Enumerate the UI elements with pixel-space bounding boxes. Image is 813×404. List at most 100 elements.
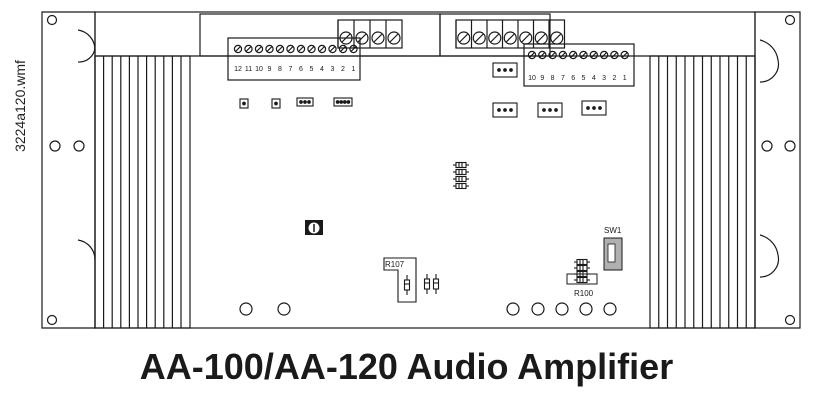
- terminal-screw-icon: [610, 50, 619, 60]
- screw-icon: [503, 31, 517, 45]
- terminal-number: 6: [299, 66, 303, 73]
- terminal-screw-icon: [317, 44, 327, 54]
- connector-pin: [503, 68, 507, 72]
- resistor: [455, 168, 467, 176]
- screw-icon: [387, 31, 401, 45]
- terminal-screw-icon: [620, 50, 629, 60]
- connector: [333, 97, 353, 107]
- resistor: [576, 258, 588, 266]
- connector-pin: [598, 106, 602, 110]
- connector-pin: [509, 68, 513, 72]
- connector-pin: [335, 100, 340, 104]
- connector-pin: [548, 108, 552, 112]
- resistor-cluster: [453, 161, 469, 190]
- connector: [537, 102, 563, 118]
- terminal-number: 11: [245, 66, 252, 73]
- r107-label: R107: [385, 260, 405, 269]
- connector-pin: [299, 100, 303, 104]
- terminal-screw-icon: [233, 44, 243, 54]
- diagram-caption: AA-100/AA-120 Audio Amplifier: [139, 346, 674, 387]
- resistor: [576, 264, 588, 272]
- terminal-number: 9: [540, 75, 544, 82]
- terminal-number: 8: [551, 75, 555, 82]
- screw-icon: [472, 31, 486, 45]
- terminal-screw-icon: [589, 50, 599, 60]
- terminal-number: 10: [255, 66, 263, 73]
- terminal-number: 9: [268, 66, 272, 73]
- r100-label: R100: [574, 289, 594, 298]
- connector-pin: [307, 100, 311, 104]
- potentiometer: [305, 220, 323, 235]
- resistor: [423, 278, 431, 290]
- connector-pin: [586, 106, 590, 110]
- connector-pin: [346, 100, 351, 104]
- connector-pin: [339, 100, 344, 104]
- connector-pin: [592, 106, 596, 110]
- left-terminal-strip: [227, 37, 361, 81]
- terminal-screw-icon: [328, 44, 337, 54]
- connector-pin: [274, 101, 278, 106]
- terminal-screw-icon: [254, 44, 264, 54]
- terminal-number: 4: [592, 75, 596, 82]
- terminal-number: 4: [320, 66, 324, 73]
- connector-pin: [503, 108, 507, 112]
- connector: [581, 100, 607, 116]
- terminal-number: 1: [623, 75, 627, 82]
- r107-outline: [383, 257, 417, 303]
- terminal-screw-icon: [244, 44, 253, 54]
- terminal-screw-icon: [296, 44, 306, 54]
- terminal-screw-icon: [599, 50, 609, 60]
- terminal-number: 8: [278, 66, 282, 73]
- terminal-number: 7: [561, 75, 565, 82]
- connector-pin: [554, 108, 558, 112]
- connector: [239, 98, 249, 109]
- mounting-hole: [531, 302, 545, 316]
- right-terminal-strip: [523, 43, 635, 87]
- resistor: [455, 161, 467, 169]
- terminal-number: 3: [331, 66, 335, 73]
- connector-pin: [542, 108, 546, 112]
- connector-pin: [303, 100, 307, 104]
- mounting-hole: [603, 302, 617, 316]
- screw-icon: [488, 31, 502, 45]
- terminal-number: 5: [582, 75, 586, 82]
- terminal-number: 10: [528, 75, 536, 82]
- terminal-screw-icon: [349, 44, 358, 54]
- connector-pin: [497, 68, 501, 72]
- mounting-hole: [277, 302, 291, 316]
- screw-icon: [457, 31, 471, 45]
- terminal-screw-icon: [538, 50, 547, 60]
- terminal-screw-icon: [579, 50, 588, 60]
- mounting-hole: [579, 302, 593, 316]
- terminal-screw-icon: [558, 50, 568, 60]
- sw1-switch: [603, 237, 623, 271]
- resistor: [455, 175, 467, 183]
- resistor: [403, 279, 411, 291]
- left-heatsink: [94, 55, 191, 329]
- terminal-number: 3: [602, 75, 606, 82]
- terminal-screw-icon: [569, 50, 578, 60]
- resistor: [455, 182, 467, 190]
- connector: [271, 98, 281, 109]
- terminal-screw-icon: [275, 44, 285, 54]
- connector: [492, 62, 518, 78]
- terminal-number: 6: [571, 75, 575, 82]
- terminal-number: 2: [612, 75, 616, 82]
- sw1-label: SW1: [604, 226, 622, 235]
- mounting-hole: [239, 302, 253, 316]
- terminal-number: 12: [234, 66, 242, 73]
- connector-pin: [342, 100, 347, 104]
- mounting-hole: [506, 302, 520, 316]
- right-flange: [754, 11, 801, 329]
- resistor: [576, 276, 588, 284]
- terminal-number: 2: [341, 66, 345, 73]
- screw-icon: [371, 31, 385, 45]
- terminal-number: 1: [352, 66, 356, 73]
- connector-pin: [509, 108, 513, 112]
- left-flange: [41, 11, 96, 329]
- terminal-screw-icon: [527, 50, 537, 60]
- resistor: [432, 278, 440, 290]
- connector-pin: [497, 108, 501, 112]
